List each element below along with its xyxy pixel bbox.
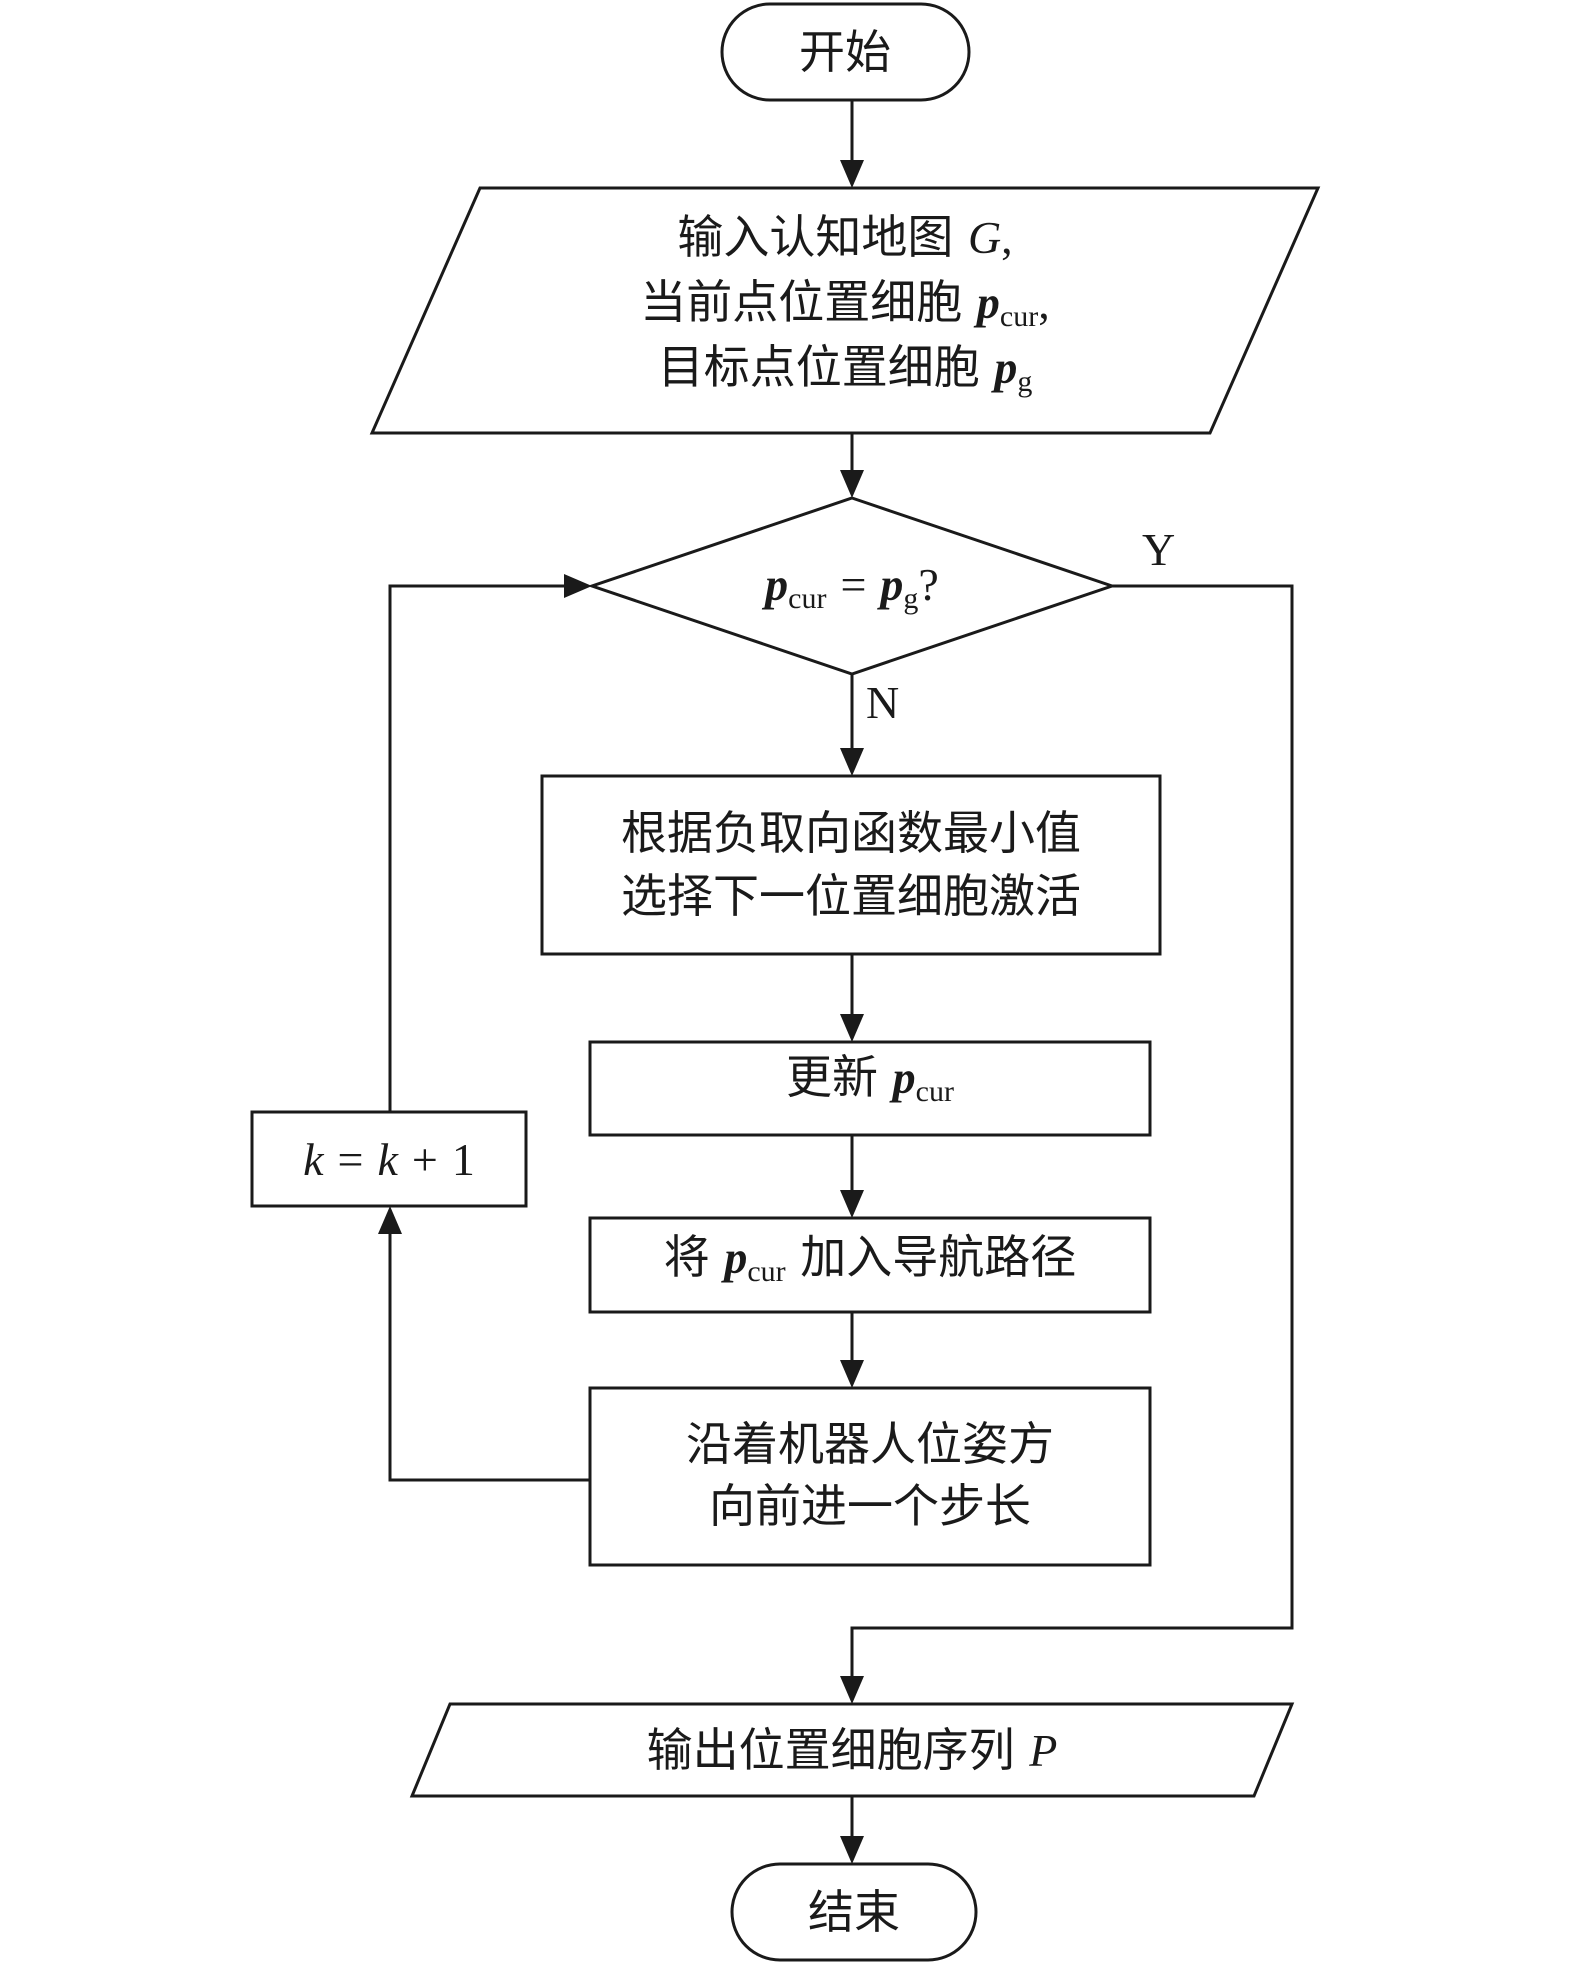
input-line-1: 输入认知地图 G, [677, 210, 1012, 264]
input-node: 输入认知地图 G, 当前点位置细胞 pcur, 目标点位置细胞 pg [369, 186, 1321, 435]
yes-label: Y [1142, 524, 1175, 575]
arrowhead-output [840, 1676, 864, 1704]
output-node: 输出位置细胞序列 P [409, 1702, 1295, 1798]
step-update-pcur: 更新 pcur [588, 1040, 1152, 1137]
arrowhead-step1 [840, 748, 864, 776]
arrowhead-step4 [840, 1360, 864, 1388]
arrowhead-decision-top [840, 470, 864, 498]
decision-label: pcur=pg? [761, 559, 939, 615]
start-label: 开始 [799, 25, 891, 79]
output-label: 输出位置细胞序列 P [647, 1723, 1058, 1777]
step2-label: 更新 pcur [786, 1050, 954, 1108]
step-add-to-path: 将 pcur 加入导航路径 [588, 1216, 1152, 1314]
decision-node: pcur=pg? [587, 496, 1117, 676]
arrowhead-end [840, 1836, 864, 1864]
step4-line-1: 沿着机器人位姿方 [686, 1417, 1054, 1471]
counter-node: k=k+1 [250, 1110, 528, 1208]
step1-line-2: 选择下一位置细胞激活 [621, 869, 1081, 923]
input-line-3: 目标点位置细胞 pg [658, 340, 1033, 398]
step-move-forward: 沿着机器人位姿方 向前进一个步长 [588, 1386, 1152, 1567]
input-line-2: 当前点位置细胞 pcur, [640, 275, 1049, 333]
end-terminal: 结束 [730, 1862, 978, 1962]
step1-line-1: 根据负取向函数最小值 [621, 806, 1081, 860]
connector-decision-output [850, 584, 1294, 1678]
connector-step4-counter [388, 1232, 590, 1482]
no-label: N [866, 677, 899, 728]
counter-label: k=k+1 [303, 1134, 475, 1185]
arrowhead-counter [378, 1206, 402, 1234]
start-terminal: 开始 [720, 2, 971, 102]
connector-counter-decision [388, 584, 566, 1112]
connectors [378, 100, 1294, 1864]
arrowhead-step3 [840, 1190, 864, 1218]
arrowhead-step2 [840, 1014, 864, 1042]
arrowhead-decision-left [564, 574, 592, 598]
arrowhead-input [840, 160, 864, 188]
step3-label: 将 pcur 加入导航路径 [664, 1230, 1077, 1288]
step-select-next-cell: 根据负取向函数最小值 选择下一位置细胞激活 [540, 774, 1162, 956]
end-label: 结束 [808, 1885, 900, 1939]
step4-line-2: 向前进一个步长 [709, 1479, 1031, 1533]
